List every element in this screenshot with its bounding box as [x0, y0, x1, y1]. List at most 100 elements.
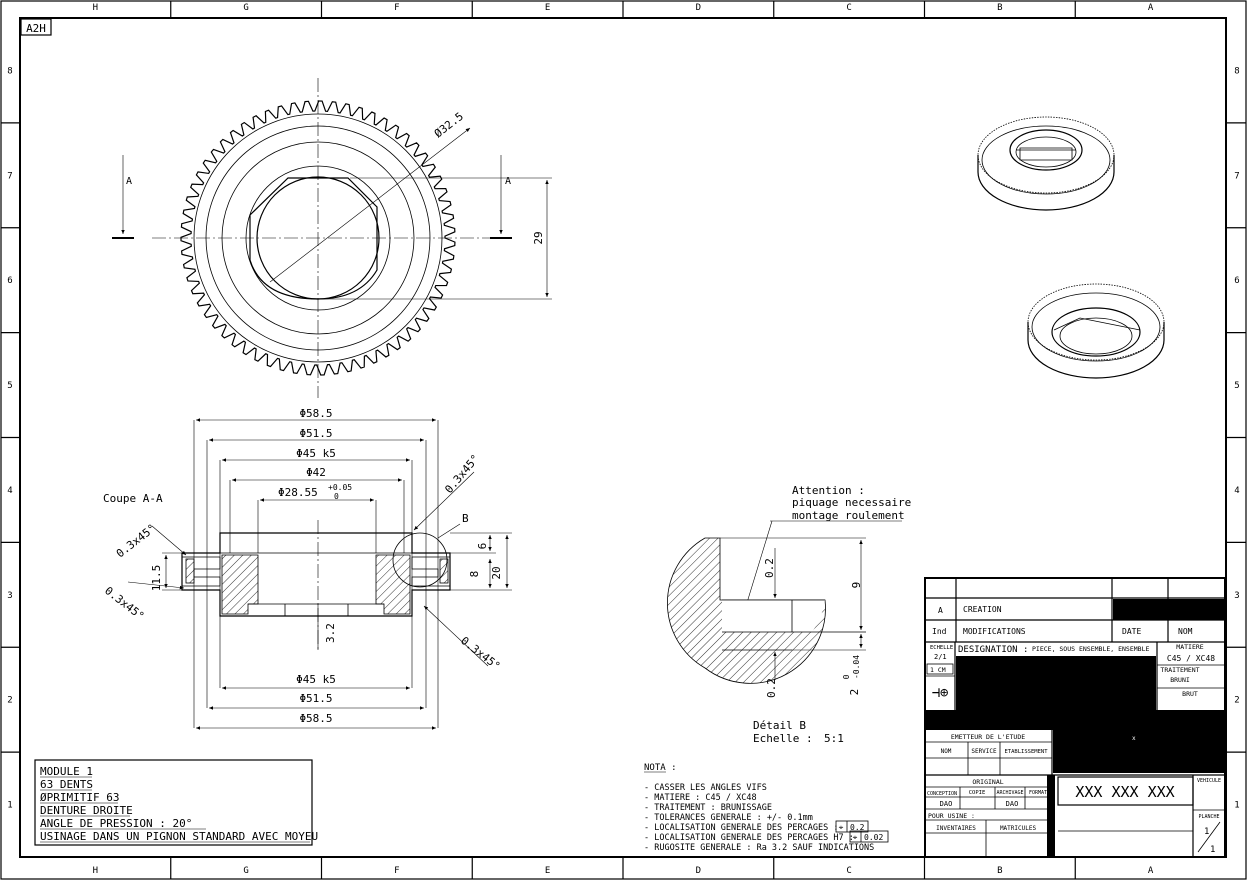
dim-bottom-1: Φ51.5	[299, 692, 332, 705]
grid-row-label: 4	[7, 486, 12, 496]
grid-column-label: E	[545, 866, 550, 876]
detail-tol-up: 0	[842, 674, 851, 679]
grid-column-label: H	[93, 866, 98, 876]
col-etab: ETABLISSEMENT	[1004, 749, 1048, 755]
iso-view-top	[977, 116, 1115, 211]
detail-title: Détail B	[753, 719, 806, 732]
chamfer-label-2: 0.3x45°	[102, 584, 147, 623]
sheet-num: 1	[1204, 827, 1209, 837]
col-service: SERVICE	[971, 748, 997, 755]
detail-dim-1: 9	[850, 582, 863, 589]
grid-column-label: G	[243, 3, 248, 13]
grid-column-label: F	[394, 3, 399, 13]
grid-row-label: 3	[1234, 591, 1239, 601]
emetteur-label: EMETTEUR DE L'ETUDE	[951, 733, 1025, 741]
grid-row-label: 2	[1234, 696, 1239, 706]
detail-scale-label: Echelle :	[753, 732, 813, 745]
grid-column-label: G	[243, 866, 248, 876]
echelle-value: 2/1	[934, 653, 947, 661]
nota-line-0: - CASSER LES ANGLES VIFS	[644, 783, 767, 793]
date-label: DATE	[1122, 627, 1141, 636]
grid-row-label: 3	[7, 591, 12, 601]
detail-view: Attention : piquage necessaire montage r…	[667, 484, 911, 745]
format-label-col: FORMAT	[1029, 790, 1047, 796]
gear-info-1: 63 DENTS	[40, 778, 93, 791]
designation-label: DESIGNATION :	[958, 645, 1028, 655]
matricules-label: MATRICULES	[1000, 825, 1037, 832]
section-view: Coupe A-A B Φ58.5	[102, 407, 512, 730]
gear-teeth	[180, 100, 456, 376]
right-dim-1: 8	[468, 571, 481, 578]
gear-teeth-outline	[180, 100, 456, 376]
detail-scale-value: 5:1	[824, 732, 844, 745]
traitement-label: TRAITEMENT	[1160, 666, 1199, 674]
tol-upper: +0.05	[328, 483, 352, 492]
mark-x: x	[1132, 735, 1136, 742]
echelle-label: ECHELLE	[930, 645, 953, 651]
center-dim: 3.2	[324, 623, 337, 643]
attention-line-0: Attention :	[792, 484, 865, 497]
detail-tol-low: -0.04	[852, 655, 861, 679]
grid-row-label: 8	[1234, 66, 1239, 76]
planche-label: PLANCHE	[1198, 814, 1219, 820]
nota-line-2: - TRAITEMENT : BRUNISSAGE	[644, 803, 772, 813]
grid-row-label: 7	[7, 171, 12, 181]
gear-info-box: MODULE 1 63 DENTS ØPRIMITIF 63 DENTURE D…	[34, 759, 318, 846]
creation-label: CREATION	[963, 605, 1002, 614]
matiere-value: C45 / XC48	[1167, 654, 1215, 663]
format-label: A2H	[20, 18, 52, 36]
position-icon: ⌖	[853, 833, 858, 842]
gear-info-5: USINAGE DANS UN PIGNON STANDARD AVEC MOY…	[40, 830, 318, 843]
detail-dim-2: 0.2	[765, 678, 778, 698]
grid-column-label: F	[394, 866, 399, 876]
projection-icon: ⊣⊕	[932, 685, 949, 701]
vehicule-label: VEHICULE	[1197, 778, 1221, 784]
grid-column-label: C	[846, 3, 851, 13]
nota-line-4: - LOCALISATION GENERALE DES PERCAGES :	[644, 823, 838, 833]
archivage-label: ARCHIVAGE	[996, 790, 1023, 796]
nota-tol-1: 0.2	[850, 823, 865, 832]
conception-label: CONCEPTION	[927, 791, 957, 797]
right-dim-0: 6	[476, 543, 489, 550]
title-block: A CREATION Ind MODIFICATIONS DATE NOM EC…	[924, 577, 1226, 858]
dim-top-3: Φ42	[306, 466, 326, 479]
gear-front-view: A A Ø32.5 29	[112, 78, 552, 398]
section-mark-left: A	[126, 176, 132, 187]
dim-bottom-0: Φ45 k5	[296, 673, 336, 686]
grid-row-label: 6	[7, 276, 12, 286]
tol-lower: 0	[334, 492, 339, 501]
modifications-label: MODIFICATIONS	[963, 627, 1026, 636]
grid-column-label: B	[997, 866, 1002, 876]
chamfer-label-3: 0.3x45°	[442, 452, 482, 496]
gear-info-4: ANGLE DE PRESSION : 20°	[40, 817, 192, 830]
grid-row-label: 7	[1234, 171, 1239, 181]
grid-column-label: D	[696, 3, 701, 13]
dim-top-0: Φ58.5	[299, 407, 332, 420]
detail-dim-0: 0.2	[763, 558, 776, 578]
svg-text:A2H: A2H	[26, 22, 46, 35]
nota-tol-2: 0.02	[864, 833, 883, 842]
nota-line-1: - MATIERE : C45 / XC48	[644, 793, 757, 803]
grid-row-label: 1	[1234, 801, 1239, 811]
iso-view-bottom	[1027, 283, 1165, 379]
dim-bottom-2: Φ58.5	[299, 712, 332, 725]
nota-title: NOTA :	[644, 763, 677, 773]
gear-info-0: MODULE 1	[40, 765, 93, 778]
nota-line-5: - LOCALISATION GENERALE DES PERCAGES H7 …	[644, 833, 854, 843]
grid-column-label: C	[846, 866, 851, 876]
gear-info-3: DENTURE DROITE	[40, 804, 133, 817]
unit-label: 1 CM	[930, 666, 946, 674]
chamfer-label-4: 0.3x45°	[458, 634, 503, 673]
pour-usine-label: POUR USINE :	[928, 812, 975, 820]
grid-column-label: A	[1148, 866, 1154, 876]
position-icon: ⌖	[839, 823, 844, 832]
grid-row-label: 6	[1234, 276, 1239, 286]
designation-sub: PIECE, SOUS ENSEMBLE, ENSEMBLE	[1032, 645, 1149, 653]
grid-column-label: H	[93, 3, 98, 13]
col-nom: NOM	[941, 748, 952, 755]
left-dim: 11.5	[150, 565, 163, 592]
grid-row-label: 2	[7, 696, 12, 706]
section-title: Coupe A-A	[103, 492, 163, 505]
